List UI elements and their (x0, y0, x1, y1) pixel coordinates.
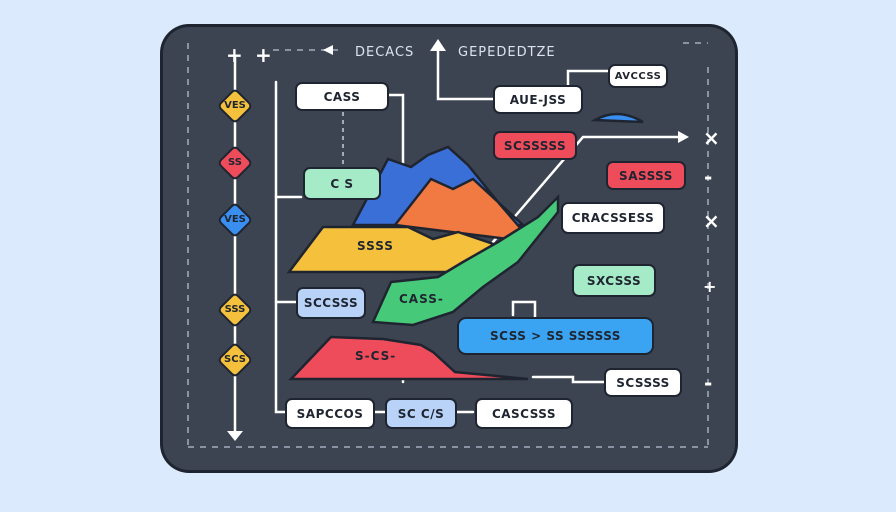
box-sassss[interactable]: SASSSS (606, 161, 686, 190)
close-icon: × (703, 126, 720, 150)
plus-icon-3: + (703, 277, 717, 296)
minus-icon-2: - (704, 371, 713, 395)
box-scsssss[interactable]: SCSSSSS (493, 131, 577, 160)
box-scssss[interactable]: SCSSSS (604, 368, 682, 397)
header-right-label: GEPEDEDTZE (458, 45, 556, 60)
box-aue-jss[interactable]: AUE-JSS (493, 85, 583, 114)
box-scss-ss[interactable]: SCSS > SS SSSSSS (457, 317, 654, 355)
area-label-red: S-CS- (355, 349, 397, 363)
diamond-label: SSS (224, 304, 246, 315)
diamond-label: VES (224, 214, 246, 225)
close-icon-2: × (703, 209, 720, 233)
area-label-yellow: SSSS (357, 239, 394, 253)
area-label-green: CASS- (399, 292, 444, 306)
diamond-label: SCS (224, 354, 246, 365)
box-sxcsss[interactable]: SXCSSS (572, 264, 656, 297)
box-sc-cs[interactable]: SC C/S (385, 398, 457, 429)
box-sapccos[interactable]: SAPCCOS (285, 398, 375, 429)
box-avccss[interactable]: AVCCSS (608, 64, 668, 88)
diamond-label: SS (228, 157, 242, 168)
box-cass[interactable]: CASS (295, 82, 389, 111)
area-shapes (286, 112, 644, 381)
plus-icon: + (226, 43, 243, 67)
box-cs[interactable]: C S (303, 167, 381, 200)
plus-icon-2: + (255, 43, 272, 67)
diagram-panel: DECACS GEPEDEDTZE VES SS VES SSS SCS SSS… (163, 27, 735, 470)
box-cascsss[interactable]: CASCSSS (475, 398, 573, 429)
box-cracssess[interactable]: CRACSSESS (561, 202, 665, 234)
box-sccsss[interactable]: SCCSSS (296, 287, 366, 319)
diamond-label: VES (224, 100, 246, 111)
minus-icon: - (704, 165, 713, 189)
header-left-label: DECACS (355, 45, 415, 60)
